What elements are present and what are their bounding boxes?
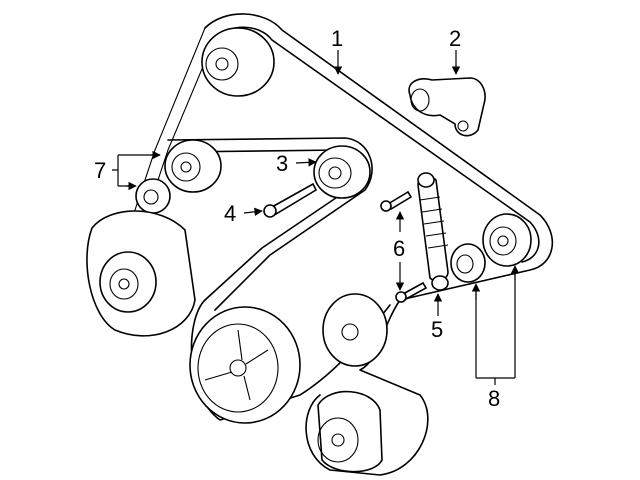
bolt-4 — [263, 182, 318, 218]
callout-8: 8 — [488, 386, 500, 411]
callout-leaders — [112, 50, 520, 385]
idler-pulleys-8 — [450, 213, 532, 283]
tensioner-bolts — [380, 190, 428, 303]
callout-1: 1 — [331, 26, 343, 51]
left-idler-pulleys — [135, 139, 222, 214]
idler-pulley-3 — [313, 145, 371, 199]
tensioner-bracket — [408, 77, 486, 137]
callout-4: 4 — [224, 201, 236, 226]
upper-idler-pulley — [201, 27, 275, 97]
callout-7: 7 — [94, 158, 106, 183]
alternator — [317, 390, 383, 473]
water-pump-assembly — [86, 210, 196, 337]
callout-6: 6 — [393, 236, 405, 261]
callout-5: 5 — [431, 317, 443, 342]
callout-2: 2 — [449, 26, 461, 51]
middle-pulley — [322, 293, 388, 367]
crankshaft-pulley — [189, 306, 301, 424]
callout-3: 3 — [276, 151, 288, 176]
belt-tensioner-damper — [417, 172, 449, 291]
